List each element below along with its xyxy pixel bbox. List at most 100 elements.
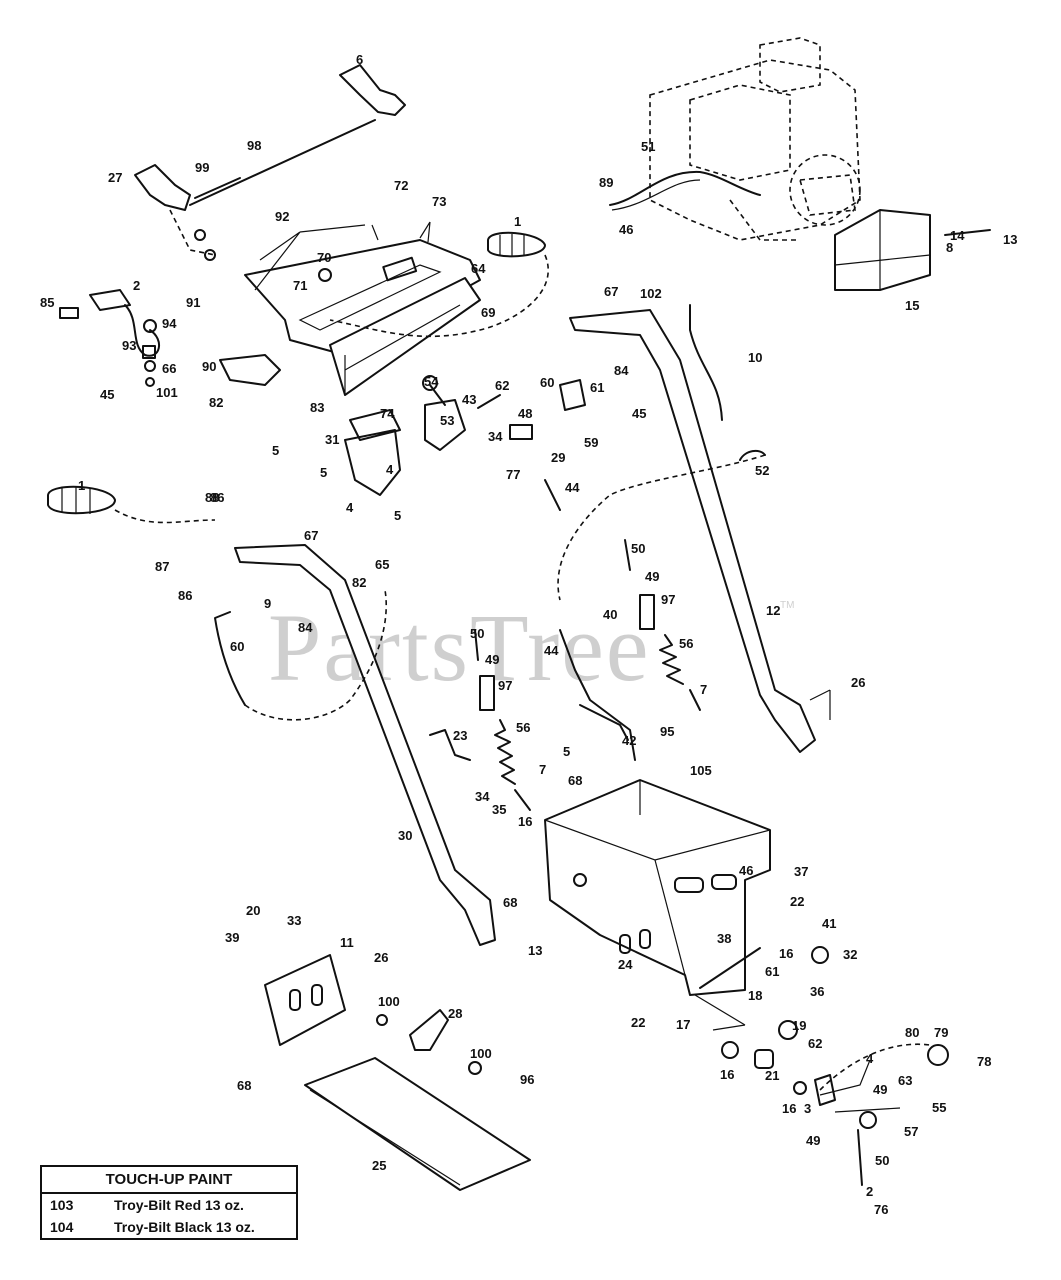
callout: 67	[604, 284, 618, 299]
callout: 87	[155, 559, 169, 574]
callout: 5	[320, 465, 327, 480]
callout: 97	[498, 678, 512, 693]
callout-labels: 1 1 2 2 3 4 4 4 5 5 5 5 6 7 7 8 9 10 11 …	[40, 52, 1017, 1217]
callout: 16	[779, 946, 793, 961]
engine-phantom	[649, 37, 861, 241]
callout: 82	[209, 395, 223, 410]
control-lever-assembly	[134, 64, 406, 261]
callout: 60	[230, 639, 244, 654]
callout: 13	[1003, 232, 1017, 247]
callout: 85	[40, 295, 54, 310]
callout: 69	[481, 305, 495, 320]
callout: 94	[162, 316, 177, 331]
callout: 90	[202, 359, 216, 374]
callout: 67	[304, 528, 318, 543]
callout: 68	[568, 773, 582, 788]
bracket	[219, 354, 281, 386]
callout: 30	[398, 828, 412, 843]
callout: 7	[539, 762, 546, 777]
callout: 50	[470, 626, 484, 641]
frame	[544, 779, 771, 996]
handle-grips	[47, 231, 546, 515]
callout: 16	[720, 1067, 734, 1082]
part-number: 103	[50, 1197, 74, 1213]
callout: 79	[934, 1025, 948, 1040]
callout: 57	[904, 1124, 918, 1139]
callout: 34	[475, 789, 490, 804]
callout: 25	[372, 1158, 386, 1173]
callout: 11	[340, 935, 354, 950]
callout: 53	[440, 413, 454, 428]
callout: 102	[640, 286, 662, 301]
callout: 43	[462, 392, 476, 407]
callout: 3	[804, 1101, 811, 1116]
callout: 37	[794, 864, 808, 879]
callout: 61	[590, 380, 604, 395]
callout: 72	[394, 178, 408, 193]
callout: 10	[748, 350, 762, 365]
callout: 22	[631, 1015, 645, 1030]
callout: 95	[660, 724, 674, 739]
callout: 28	[448, 1006, 462, 1021]
callout: 6	[356, 52, 363, 67]
callout: 74	[380, 406, 395, 421]
callout: 84	[298, 620, 313, 635]
callout: 16	[782, 1101, 796, 1116]
callout: 32	[843, 947, 857, 962]
callout: 35	[492, 802, 506, 817]
callout: 68	[237, 1078, 251, 1093]
callout: 86	[178, 588, 192, 603]
callout: 64	[471, 261, 486, 276]
callout: 91	[186, 295, 200, 310]
callout: 49	[806, 1133, 820, 1148]
callout: 46	[739, 863, 753, 878]
lower-linkage	[721, 1020, 949, 1186]
callout: 56	[516, 720, 530, 735]
plate	[264, 954, 346, 1046]
callout: 86	[210, 490, 224, 505]
callout: 34	[488, 429, 503, 444]
callout: 80	[905, 1025, 919, 1040]
callout: 73	[432, 194, 446, 209]
callout: 1	[78, 478, 85, 493]
callout: 99	[195, 160, 209, 175]
table-row: 104 Troy-Bilt Black 13 oz.	[41, 1216, 297, 1239]
callout: 96	[520, 1072, 534, 1087]
callout: 36	[810, 984, 824, 999]
callout: 27	[108, 170, 122, 185]
callout: 23	[453, 728, 467, 743]
callout: 62	[495, 378, 509, 393]
callout: 39	[225, 930, 239, 945]
handle-left	[234, 544, 496, 946]
touch-up-paint-title: TOUCH-UP PAINT	[41, 1166, 297, 1194]
callout: 26	[374, 950, 388, 965]
callout: 42	[622, 733, 636, 748]
callout: 8	[946, 240, 953, 255]
callout: 12	[766, 603, 780, 618]
callout: 70	[317, 250, 331, 265]
callout: 82	[352, 575, 366, 590]
callout: 49	[645, 569, 659, 584]
callout: 55	[932, 1100, 946, 1115]
callout: 50	[875, 1153, 889, 1168]
callout: 48	[518, 406, 532, 421]
callout: 29	[551, 450, 565, 465]
callout: 59	[584, 435, 598, 450]
callout: 89	[599, 175, 613, 190]
callout: 16	[518, 814, 532, 829]
callout: 101	[156, 385, 178, 400]
table-row: 103 Troy-Bilt Red 13 oz.	[41, 1193, 297, 1216]
callout: 68	[503, 895, 517, 910]
part-number: 104	[50, 1219, 74, 1235]
callout: 2	[133, 278, 140, 293]
callout: 7	[700, 682, 707, 697]
callout: 45	[632, 406, 646, 421]
callout: 40	[603, 607, 617, 622]
callout: 66	[162, 361, 176, 376]
callout: 5	[563, 744, 570, 759]
callout: 93	[122, 338, 136, 353]
callout: 49	[873, 1082, 887, 1097]
callout: 65	[375, 557, 389, 572]
callout: 92	[275, 209, 289, 224]
